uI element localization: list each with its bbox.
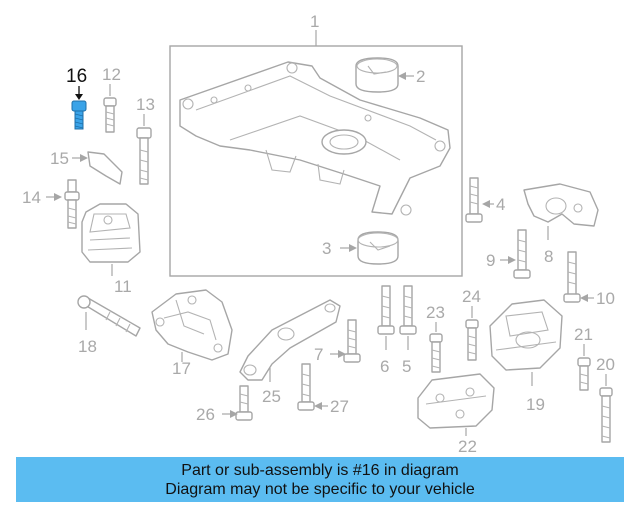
callout-10[interactable]: 10 — [596, 289, 615, 308]
callout-14[interactable]: 14 — [22, 188, 41, 207]
callout-19[interactable]: 19 — [526, 395, 545, 414]
bushing-part-3[interactable] — [357, 231, 399, 265]
bolt-part-13[interactable] — [136, 127, 152, 185]
bracket-part-22[interactable] — [417, 373, 495, 429]
engine-mount-part-11[interactable] — [81, 203, 141, 263]
stud-part-14[interactable] — [64, 179, 80, 229]
bolt-part-23[interactable] — [429, 333, 443, 373]
callout-26[interactable]: 26 — [196, 405, 215, 424]
bolt-part-7[interactable] — [343, 319, 361, 363]
bolt-part-26[interactable] — [235, 385, 253, 421]
callout-11[interactable]: 11 — [114, 277, 132, 296]
bolt-part-18[interactable] — [77, 295, 141, 337]
info-banner: Part or sub-assembly is #16 in diagram D… — [16, 457, 624, 502]
callout-7[interactable]: 7 — [314, 345, 323, 364]
subframe-part-1[interactable] — [179, 61, 451, 216]
bolt-part-12[interactable] — [103, 97, 117, 133]
bolt-part-4[interactable] — [465, 177, 483, 223]
callout-18[interactable]: 18 — [78, 337, 97, 356]
callout-9[interactable]: 9 — [486, 251, 495, 270]
bolt-part-9[interactable] — [513, 229, 531, 279]
callout-20[interactable]: 20 — [596, 355, 615, 374]
callout-8[interactable]: 8 — [544, 247, 553, 266]
bolt-part-27[interactable] — [297, 363, 315, 411]
bolt-part-6[interactable] — [377, 285, 395, 335]
banner-line-2: Diagram may not be specific to your vehi… — [165, 481, 475, 498]
bolt-part-5[interactable] — [399, 285, 417, 335]
bolt-part-20[interactable] — [599, 387, 613, 443]
callout-6[interactable]: 6 — [380, 357, 389, 376]
transmission-mount-part-19[interactable] — [489, 299, 563, 371]
callout-25[interactable]: 25 — [262, 387, 281, 406]
callout-1[interactable]: 1 — [310, 12, 319, 31]
bolt-part-21[interactable] — [577, 357, 591, 391]
bolt-part-10[interactable] — [563, 251, 581, 303]
callout-21[interactable]: 21 — [574, 325, 593, 344]
bushing-part-2[interactable] — [355, 57, 399, 93]
callout-4[interactable]: 4 — [496, 195, 505, 214]
callout-16[interactable]: 16 — [66, 66, 87, 87]
callout-5[interactable]: 5 — [402, 357, 411, 376]
mount-bracket-part-8[interactable] — [523, 183, 599, 227]
bracket-part-15[interactable] — [87, 151, 123, 185]
torque-arm-part-25[interactable] — [239, 299, 341, 381]
bracket-part-17[interactable] — [151, 289, 233, 361]
bolt-part-16[interactable] — [71, 100, 87, 130]
callout-27[interactable]: 27 — [330, 397, 349, 416]
banner-line-1: Part or sub-assembly is #16 in diagram — [181, 462, 459, 479]
callout-22[interactable]: 22 — [458, 437, 477, 456]
callout-15[interactable]: 15 — [50, 149, 69, 168]
callout-2[interactable]: 2 — [416, 67, 425, 86]
callout-3[interactable]: 3 — [322, 239, 331, 258]
bolt-part-24[interactable] — [465, 319, 479, 361]
callout-23[interactable]: 23 — [426, 303, 445, 322]
callout-24[interactable]: 24 — [462, 287, 481, 306]
callout-17[interactable]: 17 — [172, 359, 191, 378]
callout-12[interactable]: 12 — [102, 65, 121, 84]
callout-13[interactable]: 13 — [136, 95, 155, 114]
